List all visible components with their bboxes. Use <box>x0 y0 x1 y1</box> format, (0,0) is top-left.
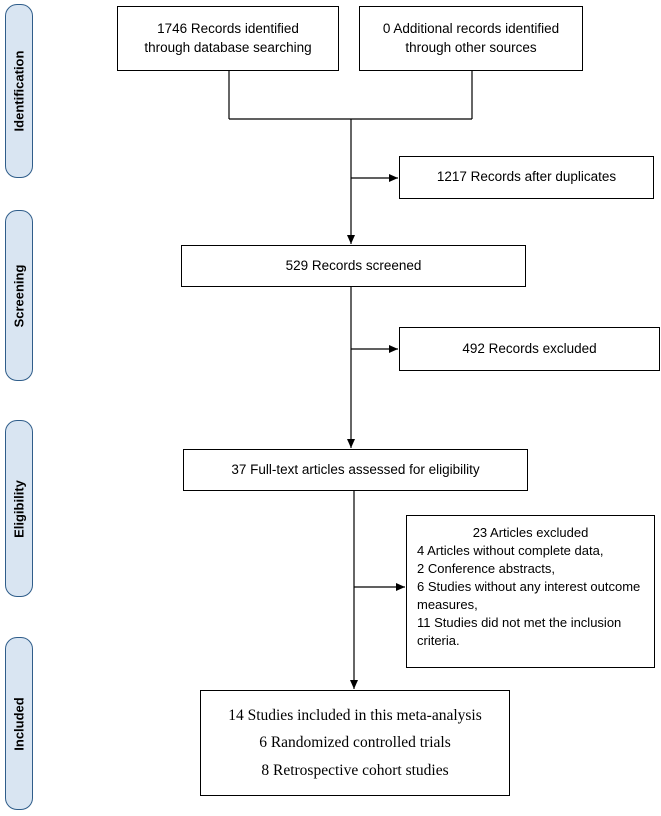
box-other-sources-line2: through other sources <box>405 39 537 55</box>
articles-excluded-heading: 23 Articles excluded <box>472 525 589 540</box>
stage-screening: Screening <box>5 210 33 381</box>
box-other-sources: 0 Additional records identified through … <box>359 6 583 71</box>
articles-excluded-item: 11 Studies did not met the inclusion cri… <box>417 614 622 648</box>
stage-included: Included <box>5 637 33 810</box>
articles-excluded-item: 6 Studies without any interest outcome m… <box>417 578 641 612</box>
box-database-records-line2: through database searching <box>144 39 312 55</box>
studies-included-line2: 6 Randomized controlled trials <box>259 734 451 752</box>
box-records-excluded-text: 492 Records excluded <box>462 340 597 356</box>
box-database-records: 1746 Records identified through database… <box>117 6 339 71</box>
articles-excluded-item: 4 Articles without complete data, <box>417 542 604 558</box>
box-fulltext-assessed: 37 Full-text articles assessed for eligi… <box>183 449 528 491</box>
box-database-records-line1: 1746 Records identified <box>157 21 299 37</box>
stage-identification: Identification <box>5 4 33 178</box>
box-records-excluded: 492 Records excluded <box>399 327 660 371</box>
box-records-screened-text: 529 Records screened <box>285 257 422 273</box>
studies-included-line3: 8 Retrospective cohort studies <box>261 761 449 779</box>
box-other-sources-line1: 0 Additional records identified <box>382 21 560 37</box>
studies-included-line1: 14 Studies included in this meta-analysi… <box>228 707 482 725</box>
box-studies-included: 14 Studies included in this meta-analysi… <box>200 690 510 796</box>
articles-excluded-item: 2 Conference abstracts, <box>417 560 556 576</box>
stage-eligibility: Eligibility <box>5 420 33 597</box>
box-fulltext-assessed-text: 37 Full-text articles assessed for eligi… <box>231 461 480 477</box>
box-after-duplicates: 1217 Records after duplicates <box>399 156 654 199</box>
box-records-screened: 529 Records screened <box>181 245 526 287</box>
box-after-duplicates-text: 1217 Records after duplicates <box>436 169 617 185</box>
box-articles-excluded: 23 Articles excluded 4 Articles without … <box>406 515 655 668</box>
